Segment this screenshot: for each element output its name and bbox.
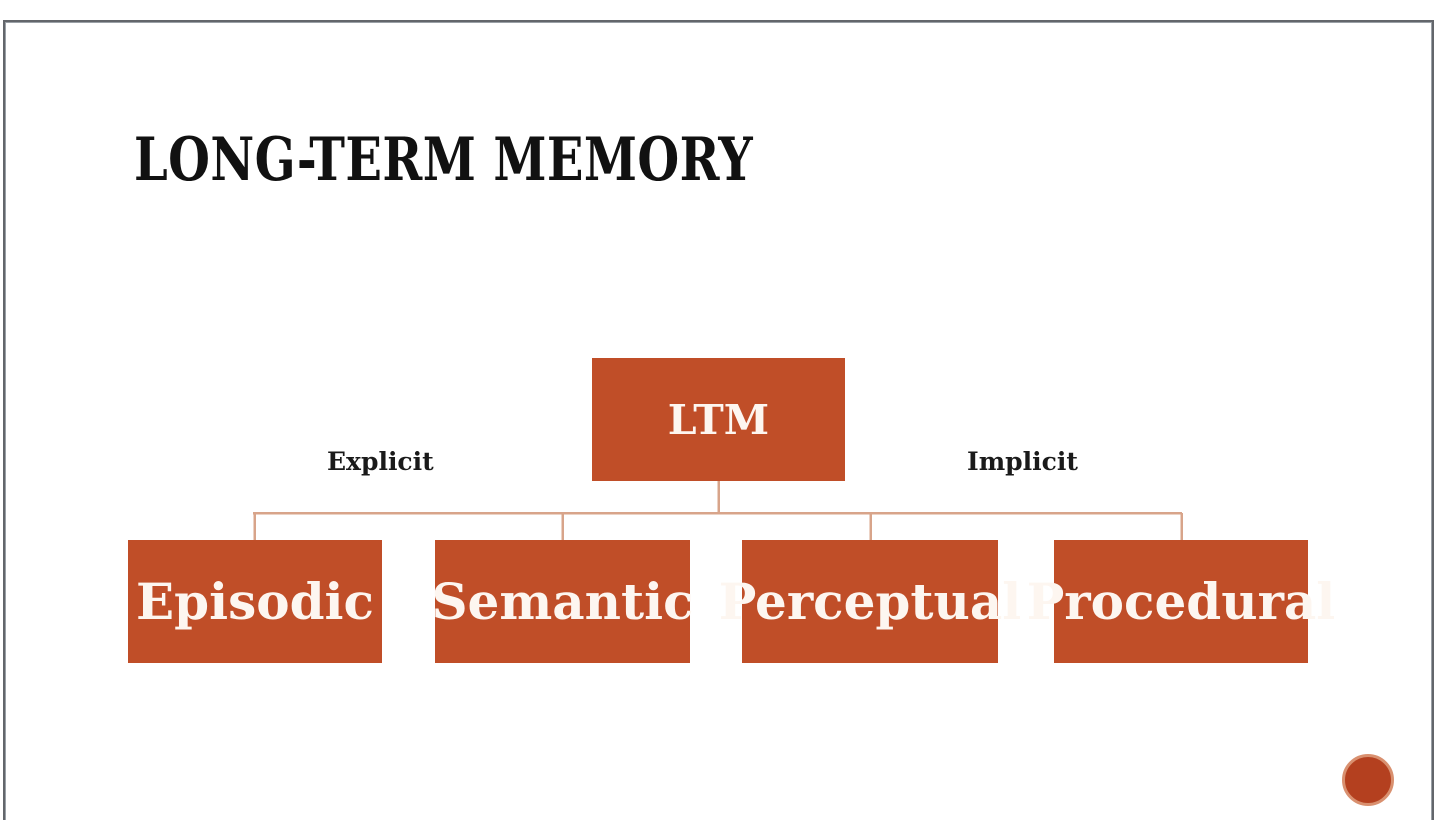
- branch-label-explicit: Explicit: [327, 447, 434, 476]
- bullet-dot-icon: [1342, 754, 1394, 806]
- page-title: LONG-TERM MEMORY: [134, 125, 754, 195]
- node-ltm[interactable]: LTM: [592, 358, 845, 481]
- branch-label-implicit: Implicit: [967, 447, 1078, 476]
- node-ltm-label: LTM: [667, 395, 770, 444]
- node-perceptual-label: Perceptual: [718, 572, 1022, 631]
- node-episodic[interactable]: Episodic: [128, 540, 382, 663]
- node-procedural-label: Procedural: [1026, 572, 1336, 631]
- node-episodic-label: Episodic: [136, 572, 374, 631]
- node-perceptual[interactable]: Perceptual: [719, 540, 1021, 663]
- node-procedural[interactable]: Procedural: [1027, 540, 1335, 663]
- node-semantic[interactable]: Semantic: [431, 540, 694, 663]
- node-semantic-label: Semantic: [431, 572, 694, 631]
